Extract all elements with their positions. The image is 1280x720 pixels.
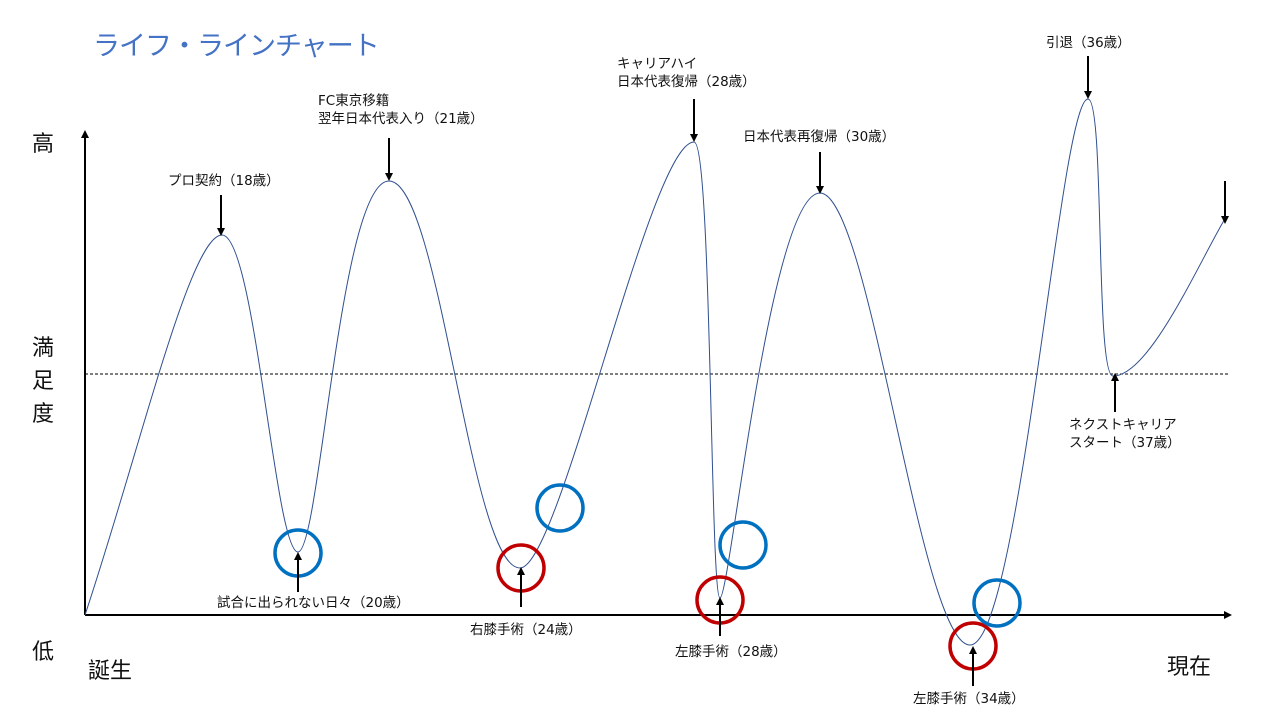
- y-axis-low-label: 低: [32, 640, 55, 665]
- annotation-career-high: キャリアハイ 日本代表復帰（28歳）: [617, 55, 756, 91]
- annotation-left-knee-34: 左膝手術（34歳）: [913, 691, 1025, 707]
- annotation-left-knee-28: 左膝手術（28歳）: [675, 644, 787, 660]
- chart-title: ライフ・ラインチャート: [93, 31, 380, 62]
- annotation-no-games: 試合に出られない日々（20歳）: [217, 595, 410, 611]
- annotation-retire: 引退（36歳）: [1046, 35, 1131, 51]
- life-line-curve: [84, 98, 1227, 646]
- y-axis-label-char: 足: [32, 369, 55, 394]
- positive-circle: [535, 483, 585, 533]
- annotation-line: FC東京移籍: [318, 93, 390, 109]
- annotation-line: 翌年日本代表入り（21歳）: [318, 111, 484, 127]
- y-axis-label-char: 度: [32, 402, 55, 427]
- positive-circle: [972, 578, 1022, 628]
- y-axis-label-char: 満: [32, 336, 55, 361]
- annotation-national-return: 日本代表再復帰（30歳）: [743, 129, 896, 145]
- annotation-right-knee: 右膝手術（24歳）: [470, 622, 582, 638]
- y-axis-high-label: 高: [32, 132, 55, 157]
- x-axis-start-label: 誕生: [88, 659, 133, 684]
- annotation-next-career: ネクストキャリア スタート（37歳）: [1069, 416, 1181, 452]
- annotation-line: 日本代表復帰（28歳）: [617, 74, 756, 90]
- annotation-line: スタート（37歳）: [1069, 435, 1181, 451]
- annotation-line: キャリアハイ: [617, 56, 698, 72]
- annotation-fc-tokyo: FC東京移籍 翌年日本代表入り（21歳）: [318, 92, 484, 128]
- annotation-line: ネクストキャリア: [1069, 417, 1177, 433]
- annotation-pro-contract: プロ契約（18歳）: [168, 173, 280, 189]
- positive-circle: [718, 520, 768, 570]
- x-axis-end-label: 現在: [1167, 655, 1212, 680]
